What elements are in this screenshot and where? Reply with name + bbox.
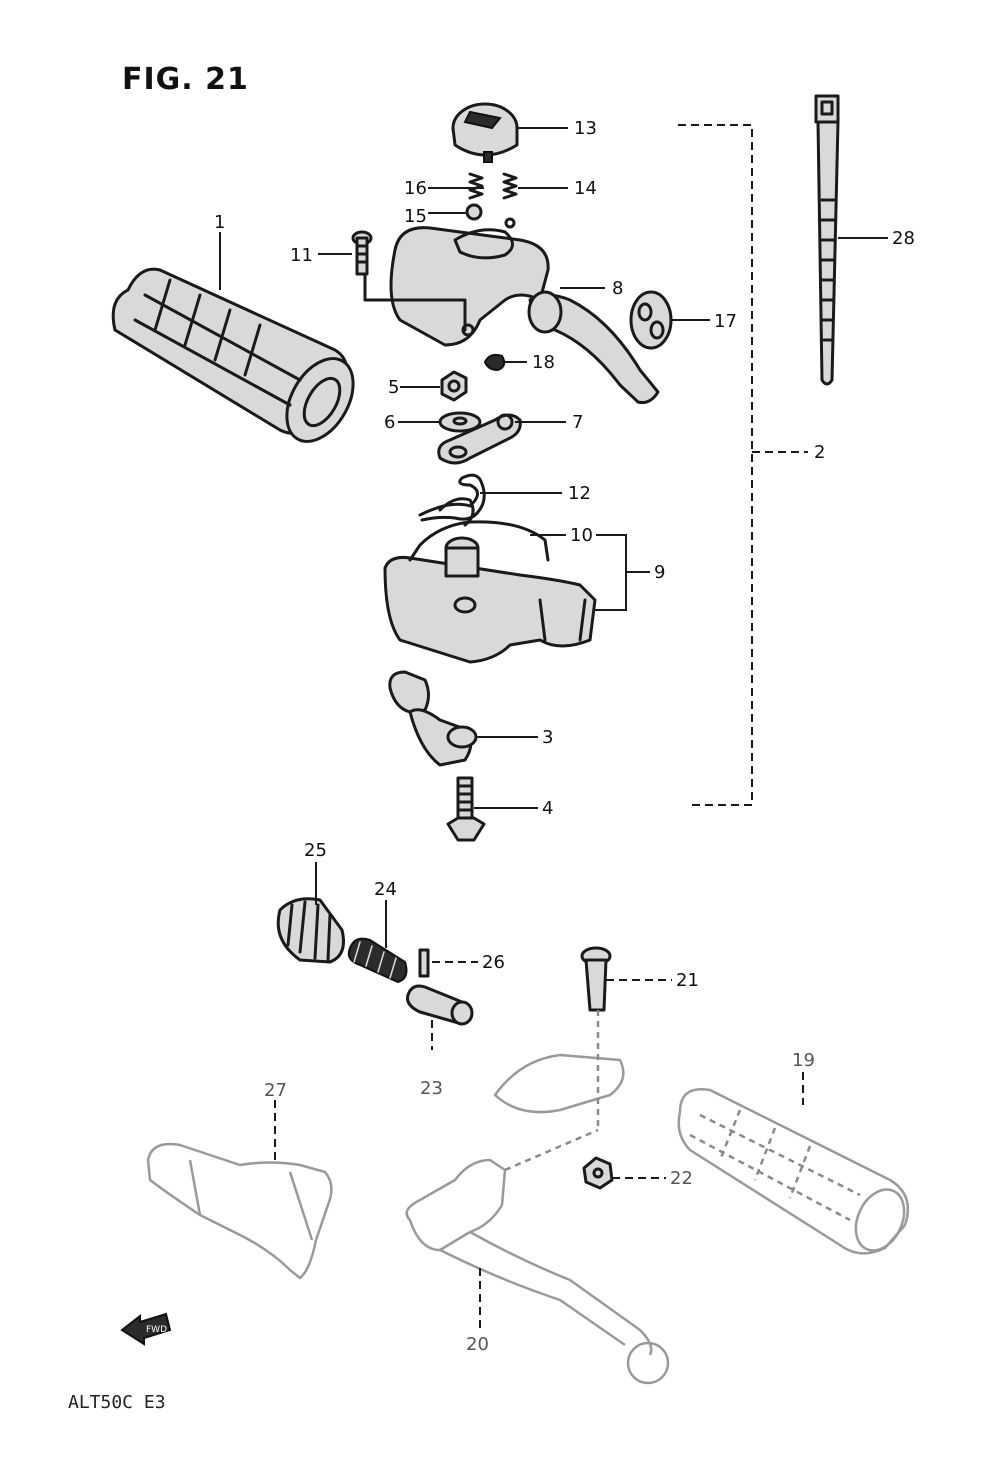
callout-9: 9	[654, 562, 665, 583]
callout-3: 3	[542, 727, 553, 748]
callout-19: 19	[792, 1050, 815, 1071]
part-28-cable-tie	[814, 94, 840, 386]
part-11-screw	[351, 230, 373, 276]
part-21-pivot-bolt	[580, 946, 612, 1012]
part-26-pin	[418, 948, 430, 978]
forward-indicator-label: FWD	[146, 1325, 167, 1335]
part-15-ball	[465, 203, 483, 221]
callout-12: 12	[568, 483, 591, 504]
part-7-arm-plate	[437, 413, 522, 465]
part-18-clip	[483, 353, 506, 372]
callout-10: 10	[570, 525, 593, 546]
callout-6: 6	[384, 412, 395, 433]
callout-17: 17	[714, 311, 737, 332]
part-5-nut	[440, 370, 468, 402]
part-16-spring	[468, 172, 484, 200]
callout-11: 11	[290, 245, 313, 266]
part-17-grommet	[629, 290, 673, 350]
model-code-label: ALT50C E3	[68, 1392, 166, 1413]
leader-lines	[219, 124, 888, 1330]
callout-15: 15	[404, 206, 427, 227]
part-3-throttle-lever	[388, 670, 478, 767]
callout-14: 14	[574, 178, 597, 199]
part-20-brake-lever	[405, 1010, 670, 1385]
callout-26: 26	[482, 952, 505, 973]
part-12-torsion-spring	[418, 473, 486, 527]
callout-24: 24	[374, 879, 397, 900]
part-22-nut	[582, 1156, 614, 1190]
callout-1: 1	[214, 212, 225, 233]
callout-8: 8	[612, 278, 623, 299]
part-19-right-grip	[677, 1088, 910, 1255]
callout-28: 28	[892, 228, 915, 249]
callout-labels: 1 2 3 4 5 6 7 8 9 10 11 12 13 14 15 16 1…	[214, 118, 915, 1355]
callout-21: 21	[676, 970, 699, 991]
callout-13: 13	[574, 118, 597, 139]
callout-4: 4	[542, 798, 553, 819]
callout-22: 22	[670, 1168, 693, 1189]
callout-16: 16	[404, 178, 427, 199]
callout-18: 18	[532, 352, 555, 373]
part-24-spring	[347, 937, 408, 984]
callout-5: 5	[388, 377, 399, 398]
part-27-bracket	[146, 1142, 333, 1280]
part-9-lower-housing	[383, 520, 597, 664]
callout-7: 7	[572, 412, 583, 433]
callout-20: 20	[466, 1334, 489, 1355]
callout-2: 2	[814, 442, 825, 463]
part-4-bolt	[446, 776, 486, 842]
callout-27: 27	[264, 1080, 287, 1101]
part-8-switch-housing	[363, 226, 660, 404]
callout-25: 25	[304, 840, 327, 861]
forward-arrow-icon: FWD	[120, 1312, 172, 1346]
part-1-left-grip	[111, 267, 355, 443]
part-13-cap	[451, 102, 519, 163]
figure-title: FIG. 21	[122, 62, 249, 97]
callout-23: 23	[420, 1078, 443, 1099]
part-25-rubber-boot	[276, 897, 345, 964]
part-23-plunger	[406, 984, 474, 1026]
part-14-spring	[502, 172, 518, 229]
